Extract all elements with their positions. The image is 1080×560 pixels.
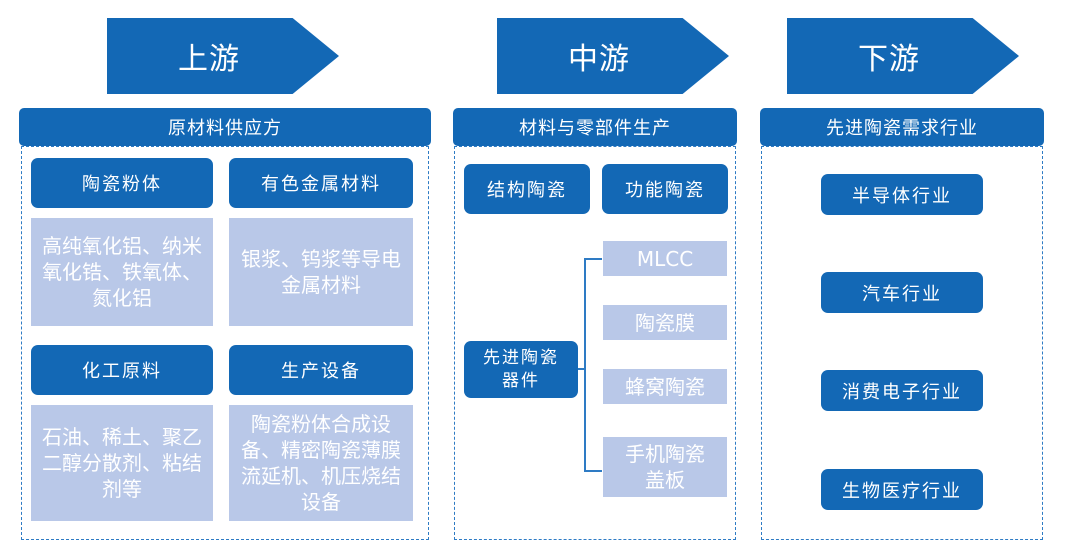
upstream-stage-label: 上游: [178, 42, 240, 77]
upstream-stage-arrow: 上游: [107, 18, 339, 94]
downstream-panel: [761, 146, 1043, 540]
type-structural-ceramics: 结构陶瓷: [464, 164, 590, 214]
downstream-stage-label: 下游: [858, 42, 920, 77]
category-title-nonferrous-metals: 有色金属材料: [229, 158, 413, 208]
downstream-header: 先进陶瓷需求行业: [760, 108, 1044, 146]
industry-consumer-electronics: 消费电子行业: [821, 370, 983, 411]
product-mlcc: MLCC: [603, 241, 727, 276]
downstream-stage-arrow: 下游: [787, 18, 1019, 94]
category-title-chemical-materials: 化工原料: [31, 345, 213, 395]
connector-stem: [578, 368, 586, 370]
product-bracket: [584, 258, 602, 472]
type-functional-ceramics: 功能陶瓷: [602, 164, 728, 214]
industry-automotive: 汽车行业: [821, 272, 983, 313]
midstream-panel: [454, 146, 736, 540]
midstream-stage-label: 中游: [568, 42, 630, 77]
advanced-ceramic-components: 先进陶瓷器件: [464, 341, 578, 398]
product-phone-ceramic-backplate: 手机陶瓷盖板: [603, 437, 727, 497]
category-detail-chemical-materials: 石油、稀土、聚乙二醇分散剂、粘结剂等: [31, 405, 213, 521]
midstream-header: 材料与零部件生产: [453, 108, 737, 146]
category-title-production-equipment: 生产设备: [229, 345, 413, 395]
midstream-stage-arrow: 中游: [497, 18, 729, 94]
category-detail-nonferrous-metals: 银浆、钨浆等导电金属材料: [229, 218, 413, 326]
category-detail-production-equipment: 陶瓷粉体合成设备、精密陶瓷薄膜流延机、机压烧结设备: [229, 405, 413, 521]
industry-biomedical: 生物医疗行业: [821, 469, 983, 510]
product-honeycomb-ceramics: 蜂窝陶瓷: [603, 369, 727, 404]
category-title-ceramic-powder: 陶瓷粉体: [31, 158, 213, 208]
industry-semiconductor: 半导体行业: [821, 174, 983, 215]
upstream-header: 原材料供应方: [19, 108, 431, 146]
upstream-panel: [21, 146, 429, 540]
product-ceramic-membrane: 陶瓷膜: [603, 305, 727, 340]
component-label: 先进陶瓷器件: [483, 347, 559, 391]
category-detail-ceramic-powder: 高纯氧化铝、纳米氧化锆、铁氧体、氮化铝: [31, 218, 213, 326]
